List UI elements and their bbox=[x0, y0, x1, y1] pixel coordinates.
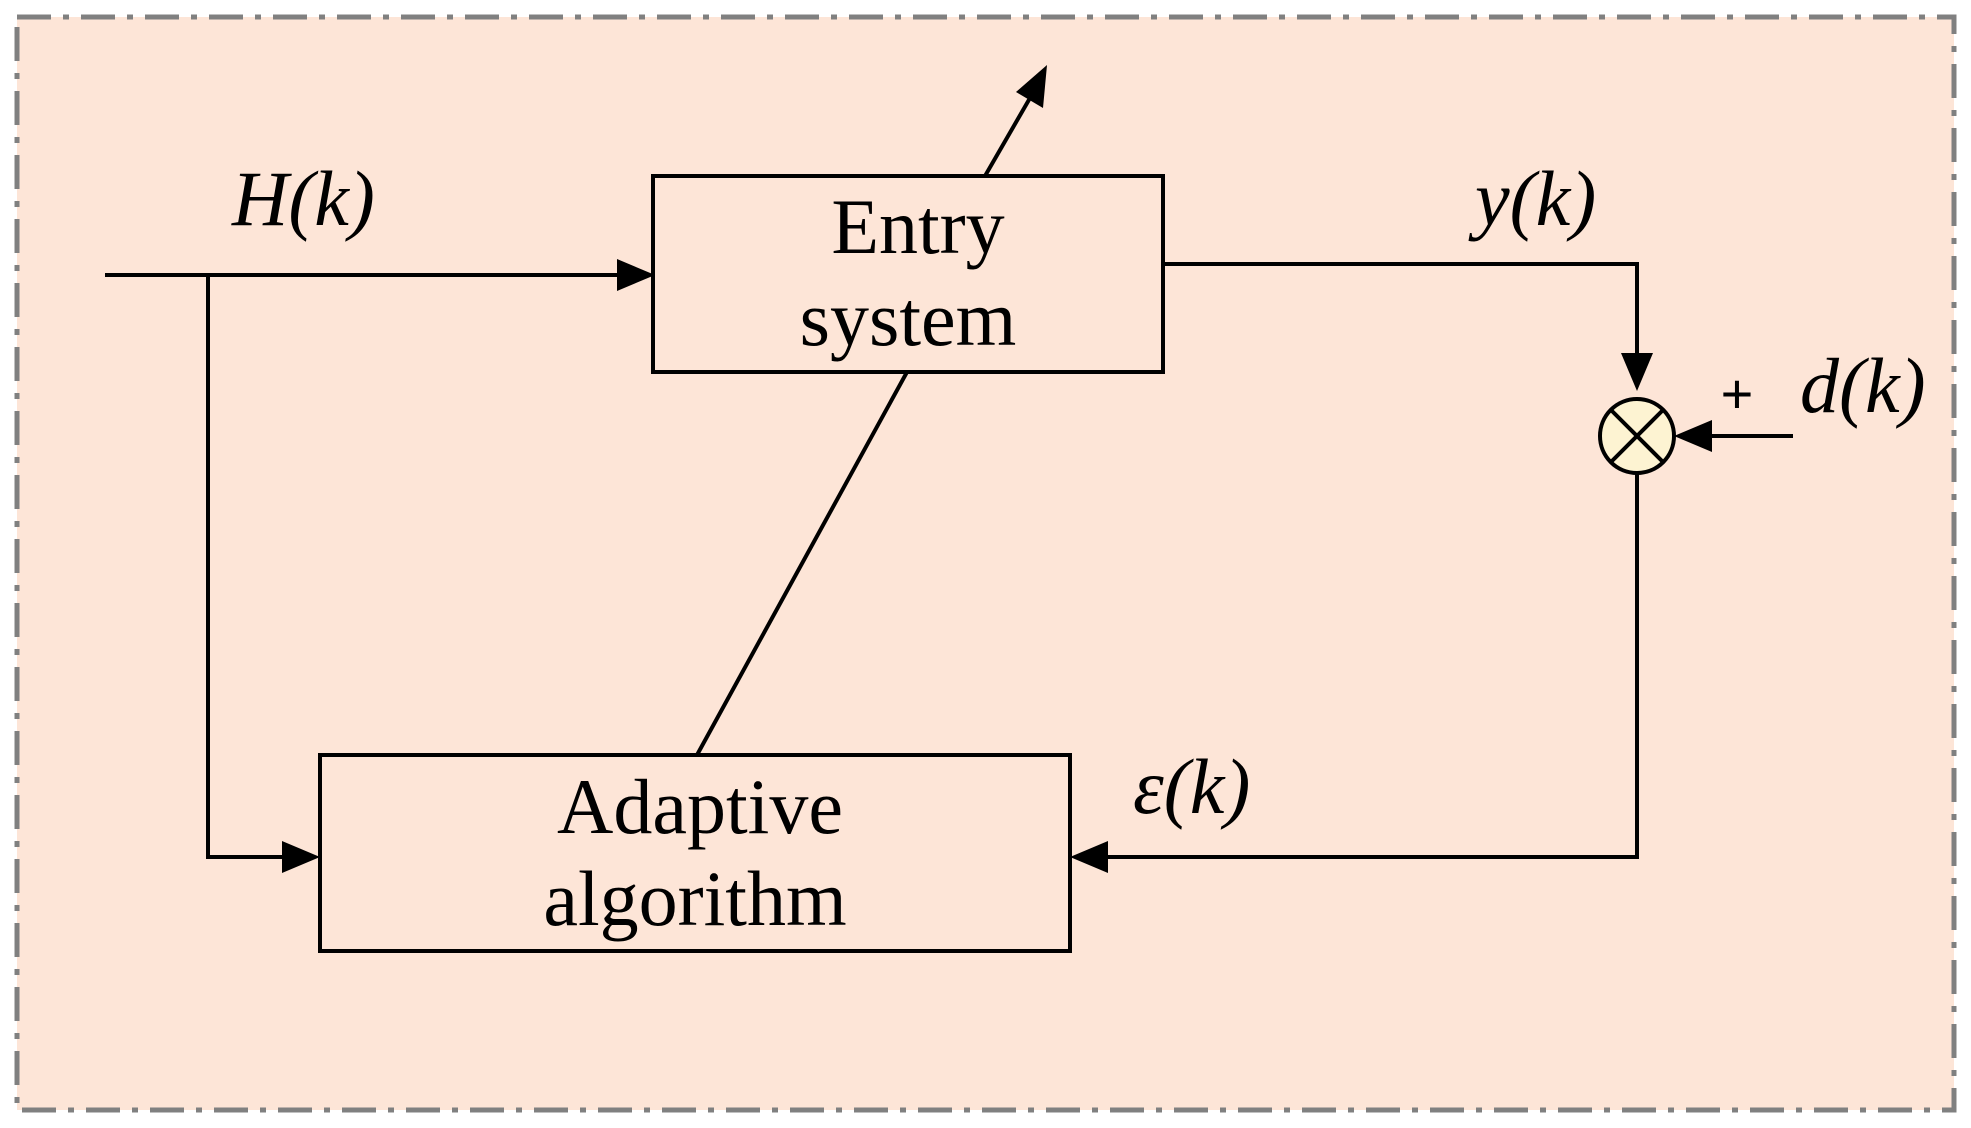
entry-system-label-line2: system bbox=[800, 275, 1017, 362]
output-arrowhead bbox=[1621, 353, 1653, 391]
adaptive-algorithm-label-line2: algorithm bbox=[543, 855, 846, 942]
background-panel bbox=[14, 14, 1957, 1113]
error-arrowhead bbox=[1070, 841, 1108, 873]
output-signal-label: y(k) bbox=[1468, 155, 1596, 242]
adaptive-algorithm-block bbox=[318, 753, 1072, 953]
plus-sign-label: + bbox=[1721, 362, 1754, 425]
output-signal-line bbox=[1163, 262, 1639, 355]
adaptation-link-line bbox=[695, 371, 909, 756]
adaptive-input-arrowhead bbox=[282, 841, 320, 873]
adaptive-algorithm-label-line1: Adaptive bbox=[557, 763, 843, 850]
desired-signal-label: d(k) bbox=[1800, 342, 1926, 429]
circle-cross-icon bbox=[1598, 397, 1676, 475]
entry-system-label-line1: Entry bbox=[831, 183, 1004, 270]
input-arrowhead bbox=[617, 259, 655, 291]
entry-system-block bbox=[651, 174, 1165, 374]
desired-arrowhead bbox=[1674, 420, 1712, 452]
input-branch-line bbox=[206, 275, 282, 859]
error-signal-line bbox=[1107, 473, 1639, 859]
adjustment-arrow-line bbox=[983, 97, 1032, 177]
adjustment-arrowhead bbox=[1016, 65, 1047, 108]
error-signal-label: ε(k) bbox=[1133, 743, 1250, 830]
input-signal-label: H(k) bbox=[231, 155, 375, 242]
